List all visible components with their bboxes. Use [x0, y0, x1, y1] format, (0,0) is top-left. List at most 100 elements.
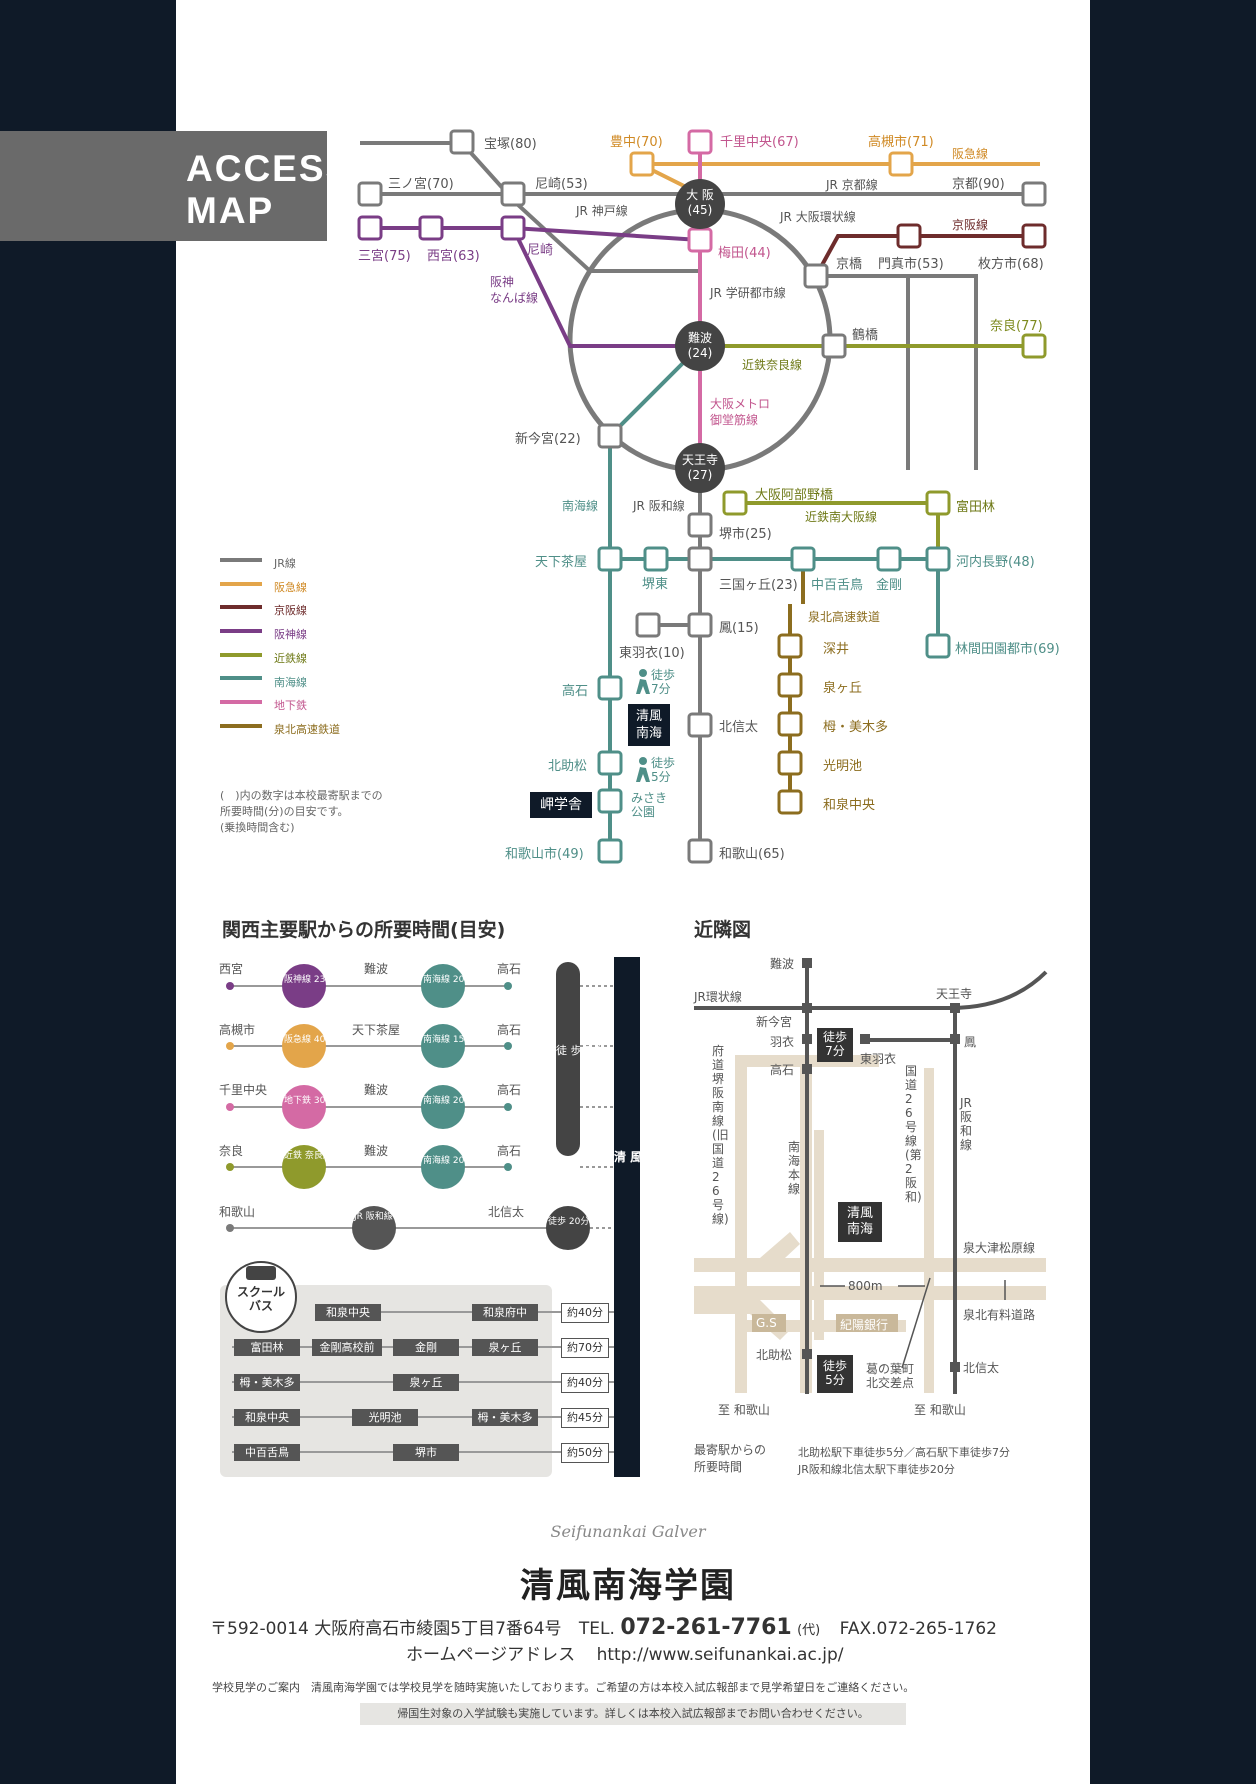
- time-row-to: 北信太: [488, 1205, 525, 1219]
- label-kadoma: 門真市(53): [878, 257, 944, 272]
- label-kawachinagano: 河内長野(48): [956, 555, 1035, 570]
- station-hirakata: [1021, 223, 1047, 249]
- nearby-walk7-box: [817, 1028, 853, 1062]
- hub-osaka-time: (45): [687, 203, 713, 217]
- legend-item: 阪急線: [274, 580, 307, 594]
- address: 〒592-0014 大阪府高石市綾園5丁目7番64号: [210, 1619, 562, 1639]
- nearby-distance: 800m: [848, 1279, 883, 1293]
- bus-stop: 光明池: [352, 1409, 418, 1426]
- nearby-label: 泉北有料道路: [963, 1308, 1036, 1322]
- bus-stop: 栂・美木多: [234, 1374, 300, 1391]
- fax: FAX.072-265-1762: [839, 1619, 997, 1639]
- badge-text: 徒歩 20分: [548, 1217, 590, 1227]
- station-amagasaki-hanshin: [500, 215, 526, 241]
- label-izumigaoka: 泉ヶ丘: [823, 681, 863, 696]
- bus-time: 約45分: [561, 1408, 609, 1428]
- tel-label: TEL.: [578, 1619, 615, 1639]
- station-tengachaya: [597, 546, 623, 572]
- badge-nankai-1: [421, 964, 465, 1008]
- station-sakaishi: [687, 512, 713, 538]
- badge-text: 南海線 15分: [423, 1035, 474, 1045]
- label-mikunigaoka: 三国ヶ丘(23): [719, 578, 798, 593]
- station-nara: [1021, 333, 1047, 359]
- signature: Seifunankai Galver: [550, 1522, 706, 1541]
- station-tondabayashi: [925, 490, 951, 516]
- label-jr-loop-line: JR 大阪環状線: [780, 210, 856, 224]
- station-umeda: [687, 227, 713, 253]
- kiyo-bank-box: [836, 1314, 898, 1332]
- label-kintetsu-nara-line: 近鉄奈良線: [742, 358, 803, 372]
- school-name: 清風南海学園: [520, 1566, 736, 1606]
- badge-nankai-3: [421, 1085, 465, 1129]
- station-mikunigaoka: [687, 546, 713, 572]
- time-row-to: 高石: [497, 1144, 522, 1158]
- school-box: 清風 南海: [628, 704, 670, 746]
- station-wakayama: [687, 838, 713, 864]
- station-kadoma: [896, 223, 922, 249]
- nearby-title: 近隣図: [694, 919, 752, 941]
- label-izumichuo: 和泉中央: [823, 798, 876, 813]
- nearby-label: 羽衣: [770, 1035, 795, 1049]
- bus-stop: 泉ヶ丘: [472, 1339, 538, 1356]
- label-abenobashi: 大阪阿部野橋: [755, 488, 834, 503]
- bus-stop: 栂・美木多: [472, 1409, 538, 1426]
- station-kyobashi: [803, 263, 829, 289]
- station-sakaihigashi: [643, 546, 669, 572]
- keihan-line: [814, 234, 1034, 277]
- label-takarazuka: 宝塚(80): [484, 137, 537, 152]
- station-izumigaoka: [777, 672, 803, 698]
- hub-tennoji-time: (27): [687, 468, 713, 482]
- nearby-walk5-box: [817, 1355, 853, 1393]
- badge-walk-20: [546, 1206, 590, 1250]
- label-toga: 栂・美木多: [823, 720, 889, 735]
- access-map-banner: [0, 131, 327, 241]
- bus-icon-circle: [225, 1261, 297, 1333]
- station-kitashinoda: [687, 712, 713, 738]
- hub-namba-name: 難波: [687, 331, 712, 345]
- badge-text: JR 阪和線 48分: [354, 1212, 417, 1222]
- label-jr-gakken-line: JR 学研都市線: [710, 286, 786, 300]
- station-toga: [777, 711, 803, 737]
- nearby-school-box: [838, 1202, 882, 1242]
- homepage-url[interactable]: http://www.seifunankai.ac.jp/: [596, 1645, 844, 1665]
- bus-stop: 和泉中央: [234, 1409, 300, 1426]
- time-row-from: 西宮: [219, 962, 244, 976]
- label-tsuruhashi: 鶴橋: [852, 328, 879, 343]
- school-bar: [614, 957, 640, 1477]
- walk-7-label: 徒歩 7分: [651, 668, 676, 696]
- label-hankyu-line: 阪急線: [952, 147, 989, 161]
- label-misaki: みさき 公園: [631, 791, 668, 819]
- nearby-label: 新今宮: [756, 1015, 793, 1029]
- nearby-label: 鳳: [964, 1035, 977, 1049]
- nearby-label: 至 和歌山: [718, 1403, 770, 1417]
- hub-namba-text: 難波 (24): [680, 331, 720, 361]
- bus-stop: 和泉府中: [472, 1304, 538, 1321]
- bus-stop: 和泉中央: [315, 1304, 381, 1321]
- badge-text: 南海線 20分: [423, 1156, 474, 1166]
- bus-time: 約70分: [561, 1338, 609, 1358]
- station-komyoike: [777, 750, 803, 776]
- station-fukai: [777, 633, 803, 659]
- legend-item: 地下鉄: [274, 699, 307, 713]
- legend-item: 阪神線: [274, 628, 307, 642]
- label-jr-kobe-line: JR 神戸線: [576, 204, 628, 218]
- badge-text: 近鉄 奈良線 40分: [284, 1151, 356, 1161]
- station-takatsuki: [888, 151, 914, 177]
- time-row-from: 千里中央: [219, 1083, 268, 1097]
- visit-info: 学校見学のご案内 清風南海学園では学校見学を随時実施いたしております。ご希望の方…: [212, 1681, 915, 1694]
- hub-osaka: [675, 179, 725, 229]
- label-komyoike: 光明池: [823, 759, 863, 774]
- time-row-from: 高槻市: [219, 1023, 256, 1037]
- label-higashihagoromo: 東羽衣(10): [619, 646, 685, 661]
- legend-item: 近鉄線: [274, 651, 307, 665]
- label-nakamozu: 中百舌鳥: [811, 578, 864, 593]
- label-kongo: 金剛: [876, 578, 903, 593]
- closest-text: 北助松駅下車徒歩5分／高石駅下車徒歩7分 JR阪和線北信太駅下車徒歩20分: [798, 1446, 1010, 1476]
- label-nankai-line: 南海線: [562, 499, 599, 513]
- badge-subway: [282, 1085, 326, 1129]
- nearby-map: [694, 948, 1048, 1394]
- time-row-to: 高石: [497, 1083, 522, 1097]
- station-nakamozu: [790, 546, 816, 572]
- label-kitashinoda: 北信太: [719, 720, 759, 735]
